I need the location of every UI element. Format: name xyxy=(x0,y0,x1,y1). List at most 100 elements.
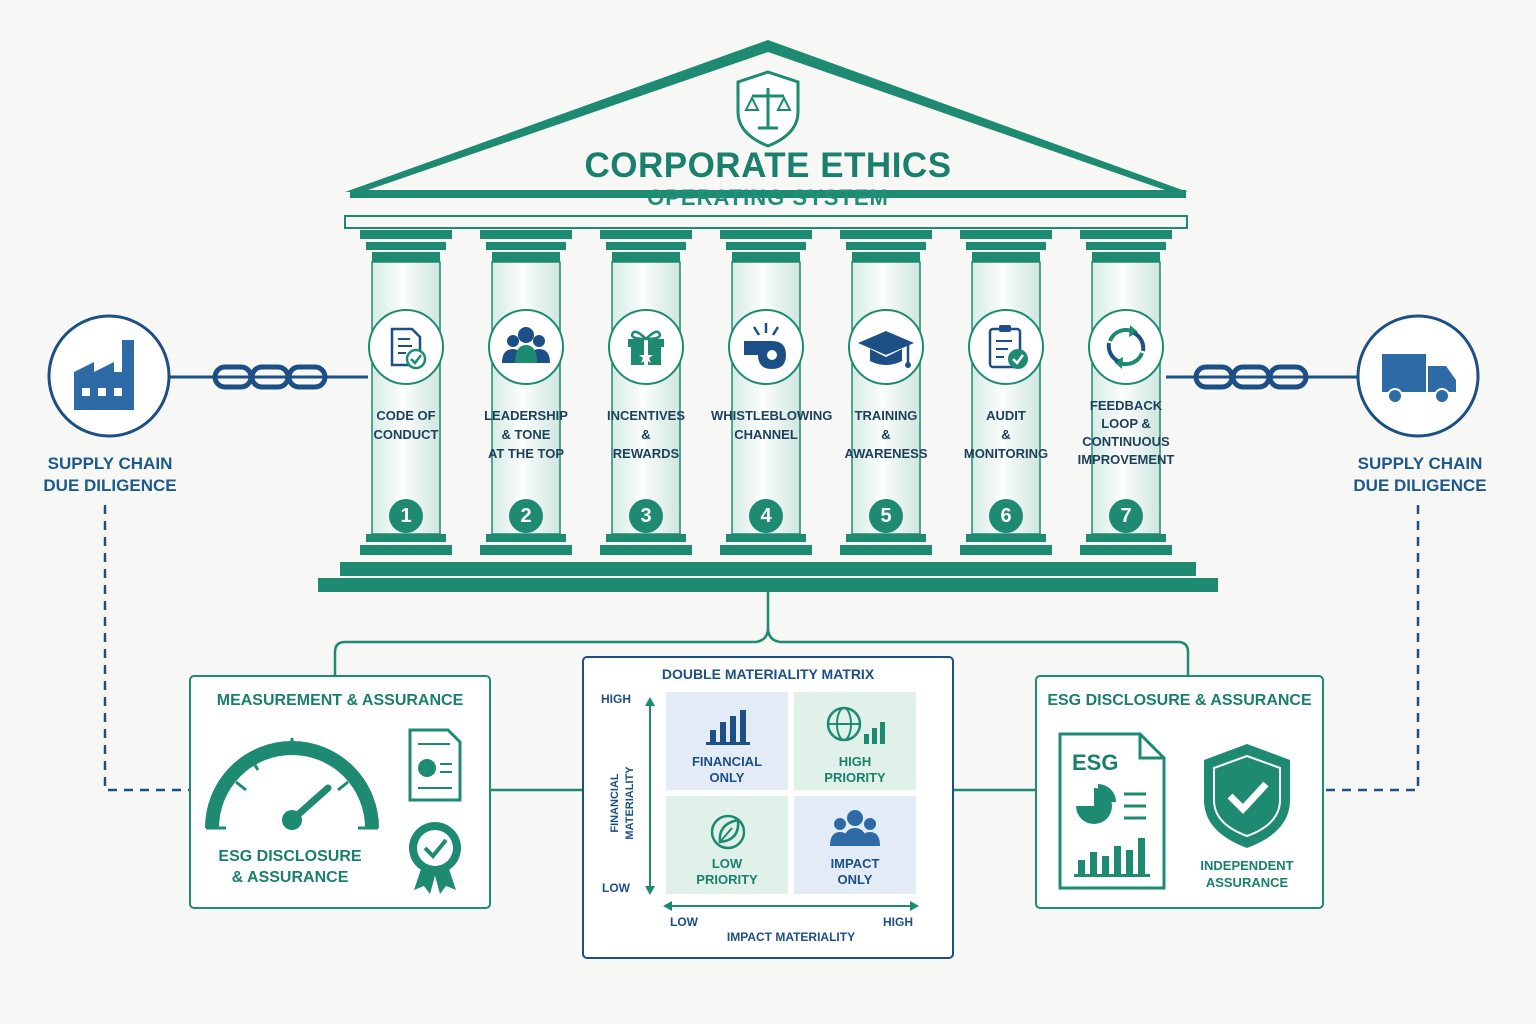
gauge-caption-line-1: ESG DISCLOSURE xyxy=(218,848,362,865)
pillar-shaft xyxy=(1091,261,1161,535)
pillar-capital xyxy=(360,230,452,239)
globe-chart-icon xyxy=(826,706,885,744)
cell-financial-only: FINANCIAL ONLY xyxy=(666,754,788,786)
community-icon xyxy=(830,810,880,846)
pillar-label-line: CONTINUOUS xyxy=(1082,434,1170,449)
pillar-label-line: CONDUCT xyxy=(373,427,439,442)
pillar-label-2: LEADERSHIP & TONE AT THE TOP xyxy=(471,406,581,463)
cell-bl-line-2: PRIORITY xyxy=(696,872,758,887)
independent-assurance-label: INDEPENDENT ASSURANCE xyxy=(1182,857,1312,891)
pillar-number-3: 3 xyxy=(629,499,663,533)
pillar-shaft xyxy=(491,261,561,535)
pillar-label-line: LEADERSHIP xyxy=(484,408,568,423)
gift-star-icon xyxy=(608,309,684,385)
measurement-box-title: MEASUREMENT & ASSURANCE xyxy=(216,692,464,709)
whistle-icon xyxy=(728,309,804,385)
pillar-label-line: AUDIT xyxy=(986,408,1026,423)
pillar-number-5: 5 xyxy=(869,499,903,533)
cell-bl-line-1: LOW xyxy=(711,856,743,871)
pillar-capital xyxy=(600,230,692,239)
cell-high-priority: HIGH PRIORITY xyxy=(794,754,916,786)
temple-base xyxy=(340,562,1196,576)
cell-tl-line-1: FINANCIAL xyxy=(691,754,763,769)
pillar-capital xyxy=(840,230,932,239)
pillar-number-2: 2 xyxy=(509,499,543,533)
y-axis-title-line-2: MATERIALITY xyxy=(624,766,636,840)
pillar-label-line: WHISTLEBLOWING xyxy=(711,408,833,423)
factory-icon xyxy=(47,314,171,438)
page-title: CORPORATE ETHICS xyxy=(584,146,952,185)
pillar-label-line: MONITORING xyxy=(963,446,1049,461)
matrix-title: DOUBLE MATERIALITY MATRIX xyxy=(661,666,875,682)
pillar-label-line: FEEDBACK xyxy=(1089,398,1163,413)
pillar-capital xyxy=(960,230,1052,239)
pillar-number-4: 4 xyxy=(749,499,783,533)
pillar-label-line: REWARDS xyxy=(612,446,680,461)
supply-chain-right-label: SUPPLY CHAIN DUE DILIGENCE xyxy=(1330,453,1510,497)
y-axis-title-line-1: FINANCIAL xyxy=(609,773,621,833)
x-axis-title: IMPACT MATERIALITY xyxy=(726,930,856,944)
supply-chain-left-label: SUPPLY CHAIN DUE DILIGENCE xyxy=(20,453,200,497)
supply-left-line-1: SUPPLY CHAIN xyxy=(47,454,173,473)
pillar-label-line: AT THE TOP xyxy=(487,446,565,461)
certified-badge-icon xyxy=(409,822,461,894)
clipboard-check-icon xyxy=(968,309,1044,385)
pillar-capital xyxy=(1080,230,1172,239)
pillar-label-line: & xyxy=(881,427,891,442)
pillar-number-1: 1 xyxy=(389,499,423,533)
esg-box-title: ESG DISCLOSURE & ASSURANCE xyxy=(1047,692,1312,709)
shield-line-1: INDEPENDENT xyxy=(1200,858,1294,873)
pillar-number-6: 6 xyxy=(989,499,1023,533)
pillar-label-line: INCENTIVES xyxy=(606,408,685,423)
cell-tl-line-2: ONLY xyxy=(709,770,745,785)
supply-right-line-1: SUPPLY CHAIN xyxy=(1357,454,1483,473)
pillar-label-line: & xyxy=(641,427,651,442)
pillar-number-7: 7 xyxy=(1109,499,1143,533)
graduation-cap-icon xyxy=(848,309,924,385)
pillar-label-line: CHANNEL xyxy=(734,427,798,442)
pillar-label-line: & TONE xyxy=(501,427,551,442)
esg-doc-label: ESG xyxy=(1072,750,1119,775)
esg-report-icon xyxy=(1058,732,1166,890)
y-axis-title: FINANCIAL MATERIALITY xyxy=(608,738,642,868)
cell-tr-line-2: PRIORITY xyxy=(824,770,886,785)
pillar-label-line: IMPROVEMENT xyxy=(1077,452,1175,467)
scales-shield-icon xyxy=(736,70,800,148)
pillar-shaft xyxy=(371,261,441,535)
cell-br-line-2: ONLY xyxy=(837,872,873,887)
pillar-capital xyxy=(480,230,572,239)
gauge-caption: ESG DISCLOSURE & ASSURANCE xyxy=(190,846,390,888)
people-group-icon xyxy=(488,309,564,385)
pillar-label-line: TRAINING xyxy=(854,408,918,423)
pillar-capital xyxy=(720,230,812,239)
cell-tr-line-1: HIGH xyxy=(838,754,872,769)
pillar-label-4: WHISTLEBLOWING CHANNEL xyxy=(711,406,833,444)
supply-right-line-2: DUE DILIGENCE xyxy=(1353,476,1487,495)
cell-impact-only: IMPACT ONLY xyxy=(794,856,916,888)
report-document-icon xyxy=(408,728,462,802)
document-check-icon xyxy=(368,309,444,385)
pillar-shaft xyxy=(611,261,681,535)
bar-chart-icon xyxy=(706,710,750,745)
pillar-label-line: AWARENESS xyxy=(844,446,928,461)
gauge-icon xyxy=(205,738,379,830)
pillar-label-line: & xyxy=(1001,427,1011,442)
pillar-shaft xyxy=(851,261,921,535)
cell-low-priority: LOW PRIORITY xyxy=(666,856,788,888)
x-axis-high: HIGH xyxy=(883,915,913,929)
chain-left xyxy=(212,364,328,390)
shield-line-2: ASSURANCE xyxy=(1205,875,1289,890)
truck-icon xyxy=(1356,314,1480,438)
pillar-label-3: INCENTIVES & REWARDS xyxy=(591,406,701,463)
supply-left-line-2: DUE DILIGENCE xyxy=(43,476,177,495)
pillar-shaft xyxy=(971,261,1041,535)
x-axis-low: LOW xyxy=(670,915,698,929)
chain-right xyxy=(1193,364,1309,390)
cycle-arrows-icon xyxy=(1088,309,1164,385)
pillar-label-5: TRAINING & AWARENESS xyxy=(831,406,941,463)
page-subtitle: OPERATING SYSTEM xyxy=(647,185,889,210)
y-axis-low: LOW xyxy=(602,881,630,895)
